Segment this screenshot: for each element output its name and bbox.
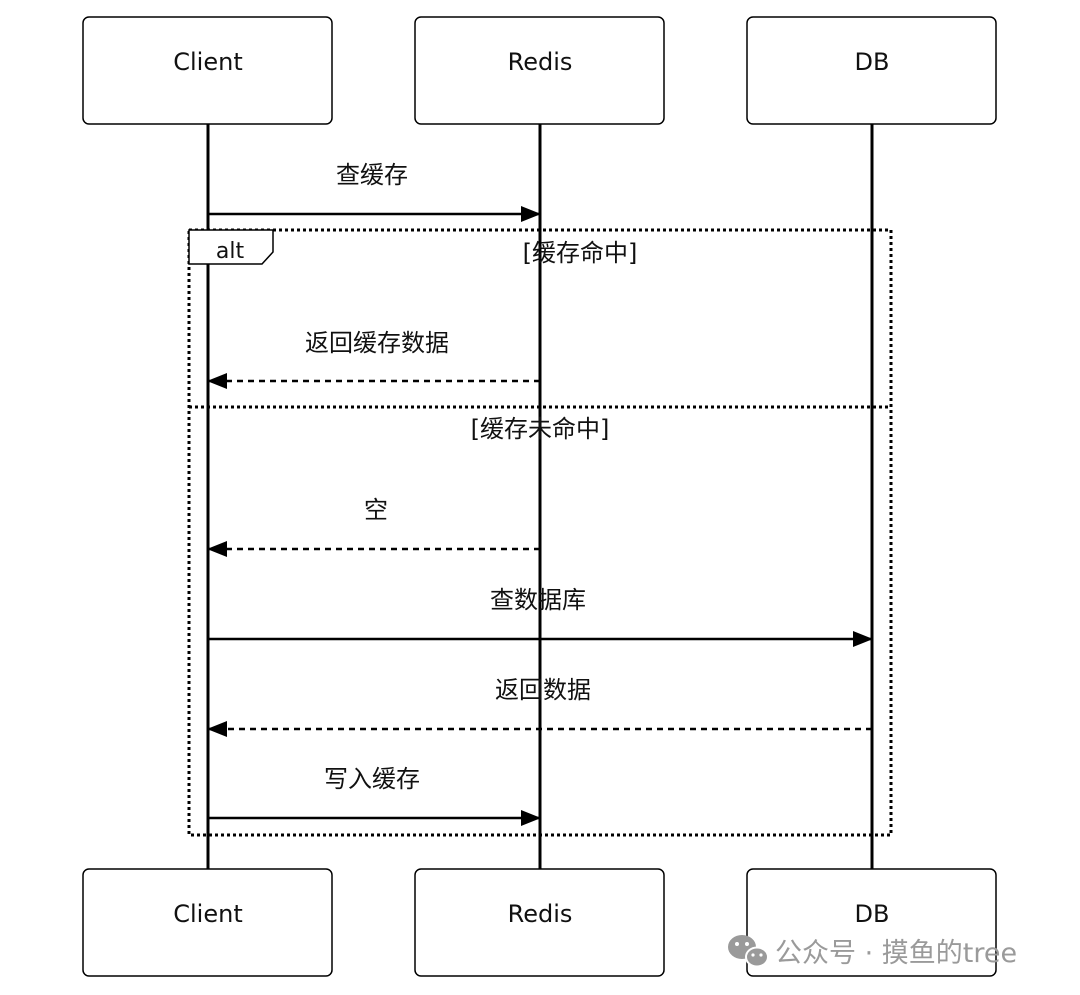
- message-return-cached-data: 返回缓存数据: [207, 329, 540, 389]
- message-label: 空: [364, 496, 388, 524]
- wechat-icon: [728, 935, 769, 968]
- participant-db-top: DB: [746, 16, 997, 125]
- alt-keyword: alt: [216, 239, 245, 264]
- participant-label: DB: [855, 48, 890, 76]
- message-query-db: 查数据库: [208, 586, 873, 647]
- participant-db-bottom: DB: [746, 868, 997, 977]
- message-label: 写入缓存: [324, 765, 420, 793]
- message-label: 返回缓存数据: [305, 329, 449, 357]
- alt-guard-hit: [缓存命中]: [523, 239, 638, 267]
- participant-client-top: Client: [82, 16, 333, 125]
- alt-label-tab: [188, 229, 274, 265]
- participant-label: Client: [173, 900, 242, 928]
- watermark-text: 公众号 · 摸鱼的tree: [775, 938, 1017, 969]
- participant-redis-top: Redis: [414, 16, 665, 125]
- participant-label: Redis: [508, 48, 573, 76]
- participant-client-bottom: Client: [82, 868, 333, 977]
- message-query-cache: 查缓存: [208, 161, 541, 222]
- participant-label: DB: [855, 900, 890, 928]
- participant-label: Client: [173, 48, 242, 76]
- message-label: 查缓存: [336, 161, 408, 189]
- message-write-cache: 写入缓存: [208, 765, 541, 826]
- message-empty: 空: [207, 496, 540, 557]
- message-label: 返回数据: [495, 676, 591, 704]
- participant-label: Redis: [508, 900, 573, 928]
- message-label: 查数据库: [490, 586, 586, 614]
- watermark: 公众号 · 摸鱼的tree: [728, 935, 1017, 969]
- alt-frame: alt [缓存命中] [缓存未命中]: [187, 228, 893, 837]
- participant-redis-bottom: Redis: [414, 868, 665, 977]
- alt-guard-miss: [缓存未命中]: [471, 415, 610, 443]
- message-return-data: 返回数据: [207, 676, 872, 737]
